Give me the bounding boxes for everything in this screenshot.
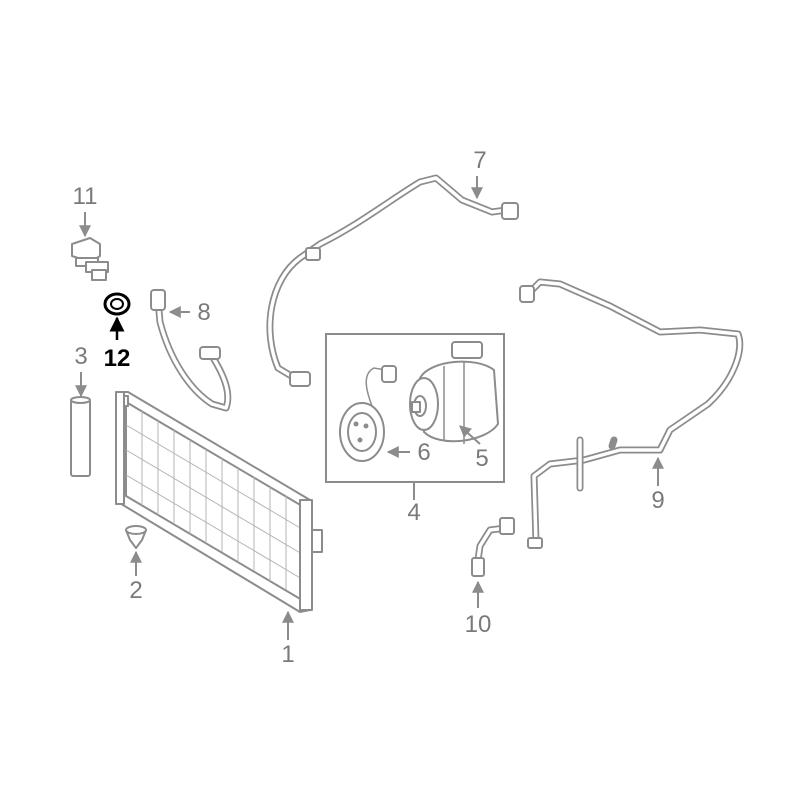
o-ring-part [103,292,131,316]
callout-2: 2 [129,577,142,604]
callout-3: 3 [74,343,87,370]
callout-11: 11 [73,183,98,210]
compressor-clutch-part [339,365,397,462]
liquid-line-part [519,278,744,549]
pressure-switch-part [71,237,109,281]
callout-6: 6 [417,439,430,466]
callout-5: 5 [475,445,488,472]
condenser-fins [125,411,303,590]
condenser-part [115,391,323,613]
discharge-hose-part [150,289,232,412]
callout-10: 10 [465,611,492,638]
callout-4: 4 [407,499,420,526]
cushion-part [125,525,147,549]
callout-9: 9 [651,487,664,514]
receiver-drier-part [70,396,91,477]
callout-1: 1 [281,641,294,668]
pressure-sensor-part [471,517,515,577]
callout-7: 7 [473,147,486,174]
callout-8: 8 [197,299,210,326]
callout-12: 12 [104,345,131,372]
compressor-part [409,341,499,444]
suction-hose-part [266,174,519,387]
